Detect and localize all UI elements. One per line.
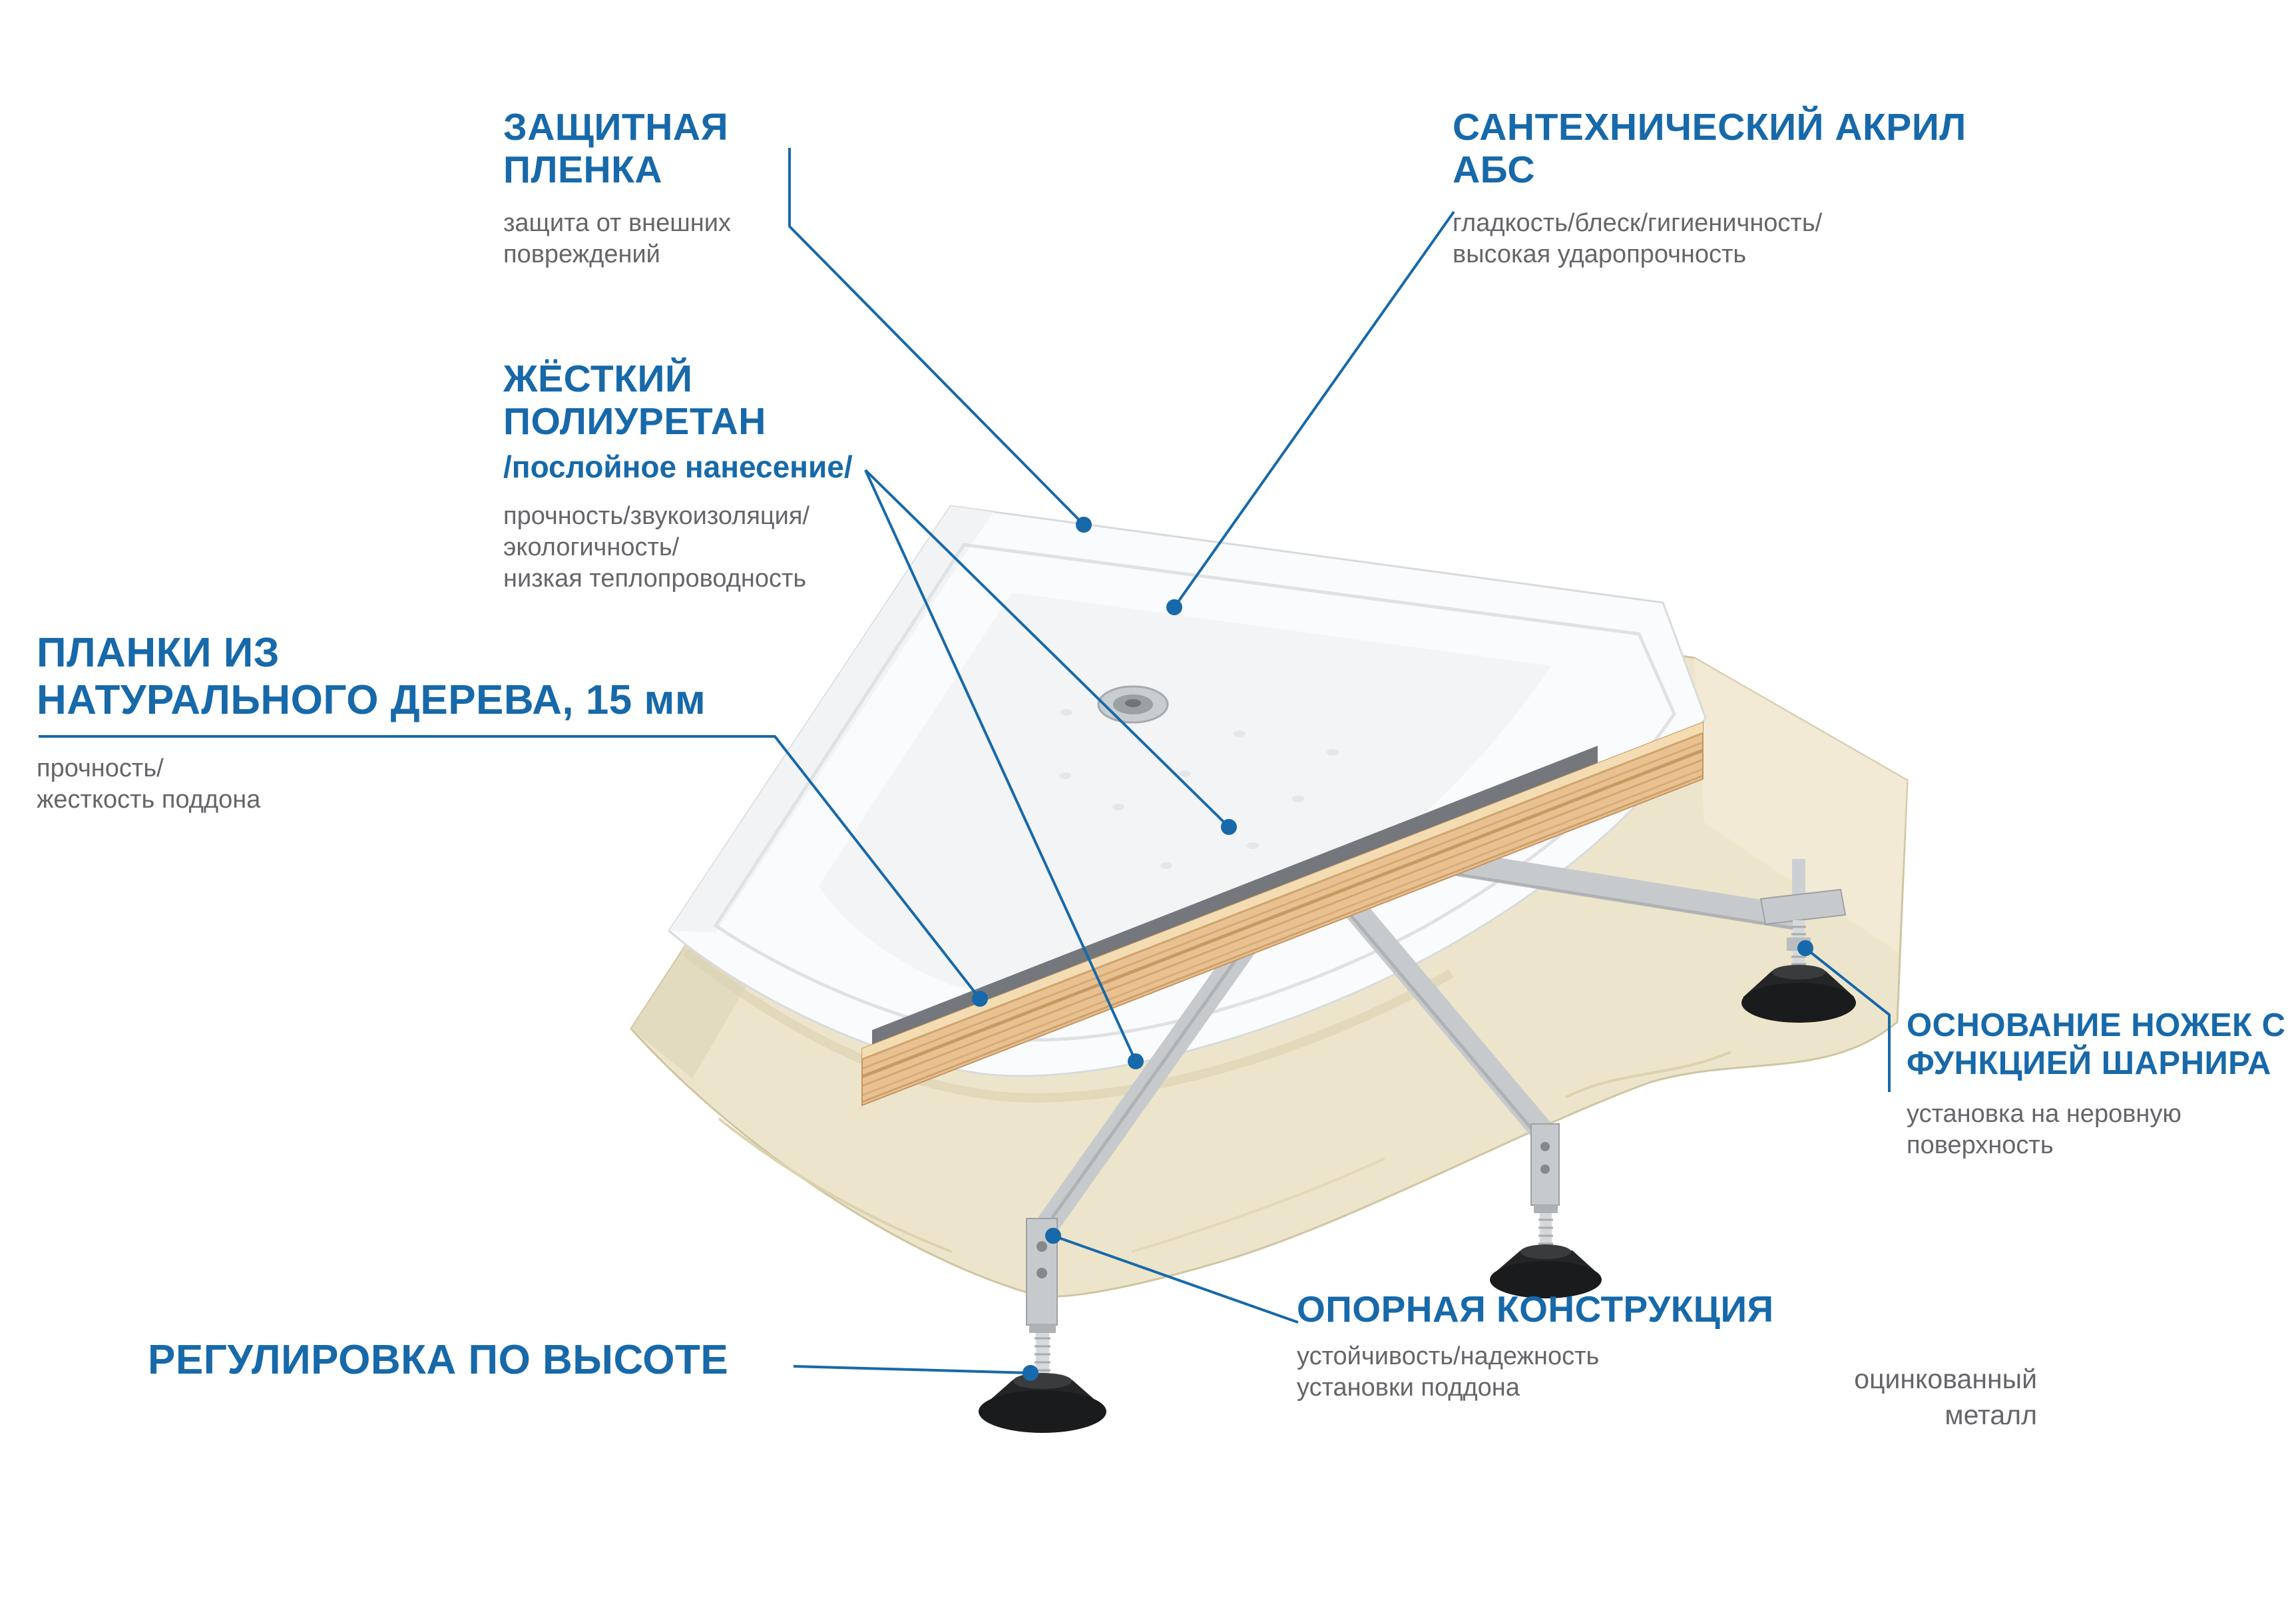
callout-dot-acrylic <box>1166 599 1182 615</box>
leader-lines <box>39 148 1891 1374</box>
wood-grain <box>861 732 1704 1103</box>
leader-wood <box>39 735 981 1000</box>
leader-polyurethane-1 <box>864 469 1230 828</box>
wood-plank <box>861 721 1704 1107</box>
callout-dot-polyurethane-1 <box>1221 819 1237 835</box>
tray-floor <box>819 593 1551 991</box>
hinge-plate <box>1759 888 1847 926</box>
adjustable-foot-front-right <box>1490 1123 1602 1298</box>
wood-planks-title: ПЛАНКИ ИЗ НАТУРАЛЬНОГО ДЕРЕВА, 15 мм <box>37 630 706 723</box>
acrylic-tray <box>668 505 1707 1077</box>
anti-slip-dots <box>1059 709 1339 869</box>
callout-dot-film <box>1076 517 1092 533</box>
leader-frame <box>1052 1234 1299 1324</box>
support-frame <box>1033 850 1799 1239</box>
callout-dots <box>972 517 1813 1381</box>
label-wood-planks: ПЛАНКИ ИЗ НАТУРАЛЬНОГО ДЕРЕВА, 15 мм про… <box>37 630 706 816</box>
label-support-frame: ОПОРНАЯ КОНСТРУКЦИЯ устойчивость/надежно… <box>1297 1288 1774 1404</box>
adjustable-foot-hinge <box>1741 859 1856 1023</box>
leader-height <box>793 1365 1031 1374</box>
label-protective-film: ЗАЩИТНАЯ ПЛЕНКА защита от внешних повреж… <box>503 106 731 270</box>
hinge-feet-title: ОСНОВАНИЕ НОЖЕК С ФУНКЦИЕЙ ШАРНИРА <box>1907 1007 2286 1081</box>
wood-planks-desc: прочность/ жесткость поддона <box>37 754 261 814</box>
polyurethane-title: ЖЁСТКИЙ ПОЛИУРЕТАН <box>503 358 766 443</box>
protective-film-desc: защита от внешних повреждений <box>503 208 731 268</box>
callout-dot-height <box>1023 1365 1038 1381</box>
label-galvanized-metal: оцинкованный металл <box>1854 1364 2037 1431</box>
foam-right-flange <box>1694 658 1907 952</box>
label-height-adjustment: РЕГУЛИРОВКА ПО ВЫСОТЕ <box>148 1337 728 1384</box>
leader-hinge <box>1804 947 1891 1092</box>
sanitary-acrylic-title: САНТЕХНИЧЕСКИЙ АКРИЛ АБС <box>1453 106 1966 191</box>
sanitary-acrylic-desc: гладкость/блеск/гигиеничность/ высокая у… <box>1453 208 1823 268</box>
callout-dot-wood <box>972 991 988 1007</box>
support-frame-title: ОПОРНАЯ КОНСТРУКЦИЯ <box>1297 1288 1774 1330</box>
support-frame-desc: устойчивость/надежность установки поддон… <box>1297 1342 1600 1402</box>
leader-acrylic <box>1173 210 1455 609</box>
hinge-feet-desc: установка на неровную поверхность <box>1907 1099 2181 1159</box>
label-sanitary-acrylic: САНТЕХНИЧЕСКИЙ АКРИЛ АБС гладкость/блеск… <box>1453 106 1966 270</box>
label-hinge-feet: ОСНОВАНИЕ НОЖЕК С ФУНКЦИЕЙ ШАРНИРА устан… <box>1907 1007 2285 1161</box>
callout-dot-hinge <box>1797 940 1813 956</box>
tray-left-slope <box>669 506 993 932</box>
height-adjustment-title: РЕГУЛИРОВКА ПО ВЫСОТЕ <box>148 1337 729 1383</box>
protective-film-title: ЗАЩИТНАЯ ПЛЕНКА <box>503 106 729 191</box>
label-polyurethane: ЖЁСТКИЙ ПОЛИУРЕТАН /послойное нанесение/… <box>503 358 853 595</box>
polyurethane-desc: прочность/звукоизоляция/ экологичность/ … <box>503 501 810 593</box>
foam-shadow <box>682 948 1454 1103</box>
leader-protective-film <box>788 148 1085 526</box>
callout-dot-frame <box>1045 1228 1061 1244</box>
polyurethane-subtitle: /послойное нанесение/ <box>503 449 853 484</box>
leader-polyurethane-2 <box>864 469 1137 1062</box>
callout-dot-polyurethane-2 <box>1128 1053 1144 1069</box>
drain-hole <box>1097 685 1169 724</box>
